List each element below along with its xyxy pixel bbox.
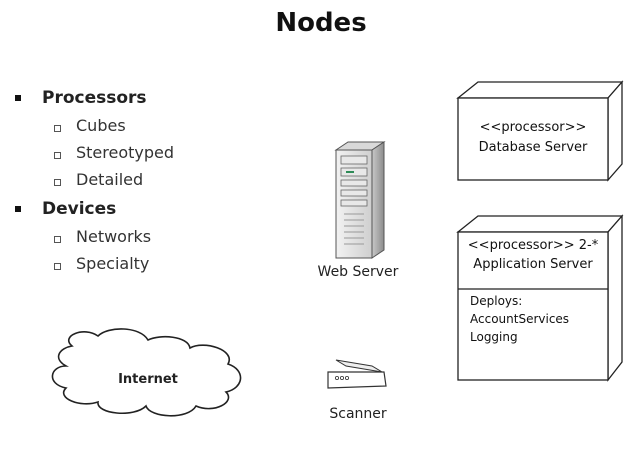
deploys-compartment: Deploys: AccountServices Logging [470,292,605,346]
scanner-label: Scanner [329,406,387,422]
sub-bullet-cubes: Cubes [76,116,126,135]
bullet-square-icon [15,206,21,212]
internet-label: Internet [118,372,178,387]
bullet-devices: Devices [42,199,117,219]
sub-bullet-icon [54,263,61,270]
sub-bullet-specialty: Specialty [76,254,150,273]
web-server-icon [334,141,386,259]
deploys-label: Deploys: [470,294,523,308]
sub-bullet-detailed: Detailed [76,170,144,189]
application-node-stereotype: <<processor>> 2-* [467,238,599,253]
bullet-processors: Processors [42,88,147,108]
sub-bullet-stereotyped: Stereotyped [76,143,175,162]
bullet-list: Processors Cubes Stereotyped Detailed De… [0,0,300,300]
web-server-label: Web Server [317,264,399,280]
sub-bullet-icon [54,152,61,159]
application-server-node [456,214,624,382]
internet-cloud-icon [51,328,242,417]
slide-title: Nodes [275,8,367,38]
application-node-name: Application Server [473,257,593,272]
database-node-stereotype: <<processor>> [479,120,587,135]
sub-bullet-icon [54,125,61,132]
database-server-node [456,80,624,182]
deploy-item: AccountServices [470,312,570,326]
bullet-square-icon [15,95,21,101]
database-node-name: Database Server [478,140,588,155]
scanner-icon [327,359,387,389]
sub-bullet-icon [54,179,61,186]
sub-bullet-icon [54,236,61,243]
sub-bullet-networks: Networks [76,227,152,246]
deploy-item: Logging [470,330,518,344]
